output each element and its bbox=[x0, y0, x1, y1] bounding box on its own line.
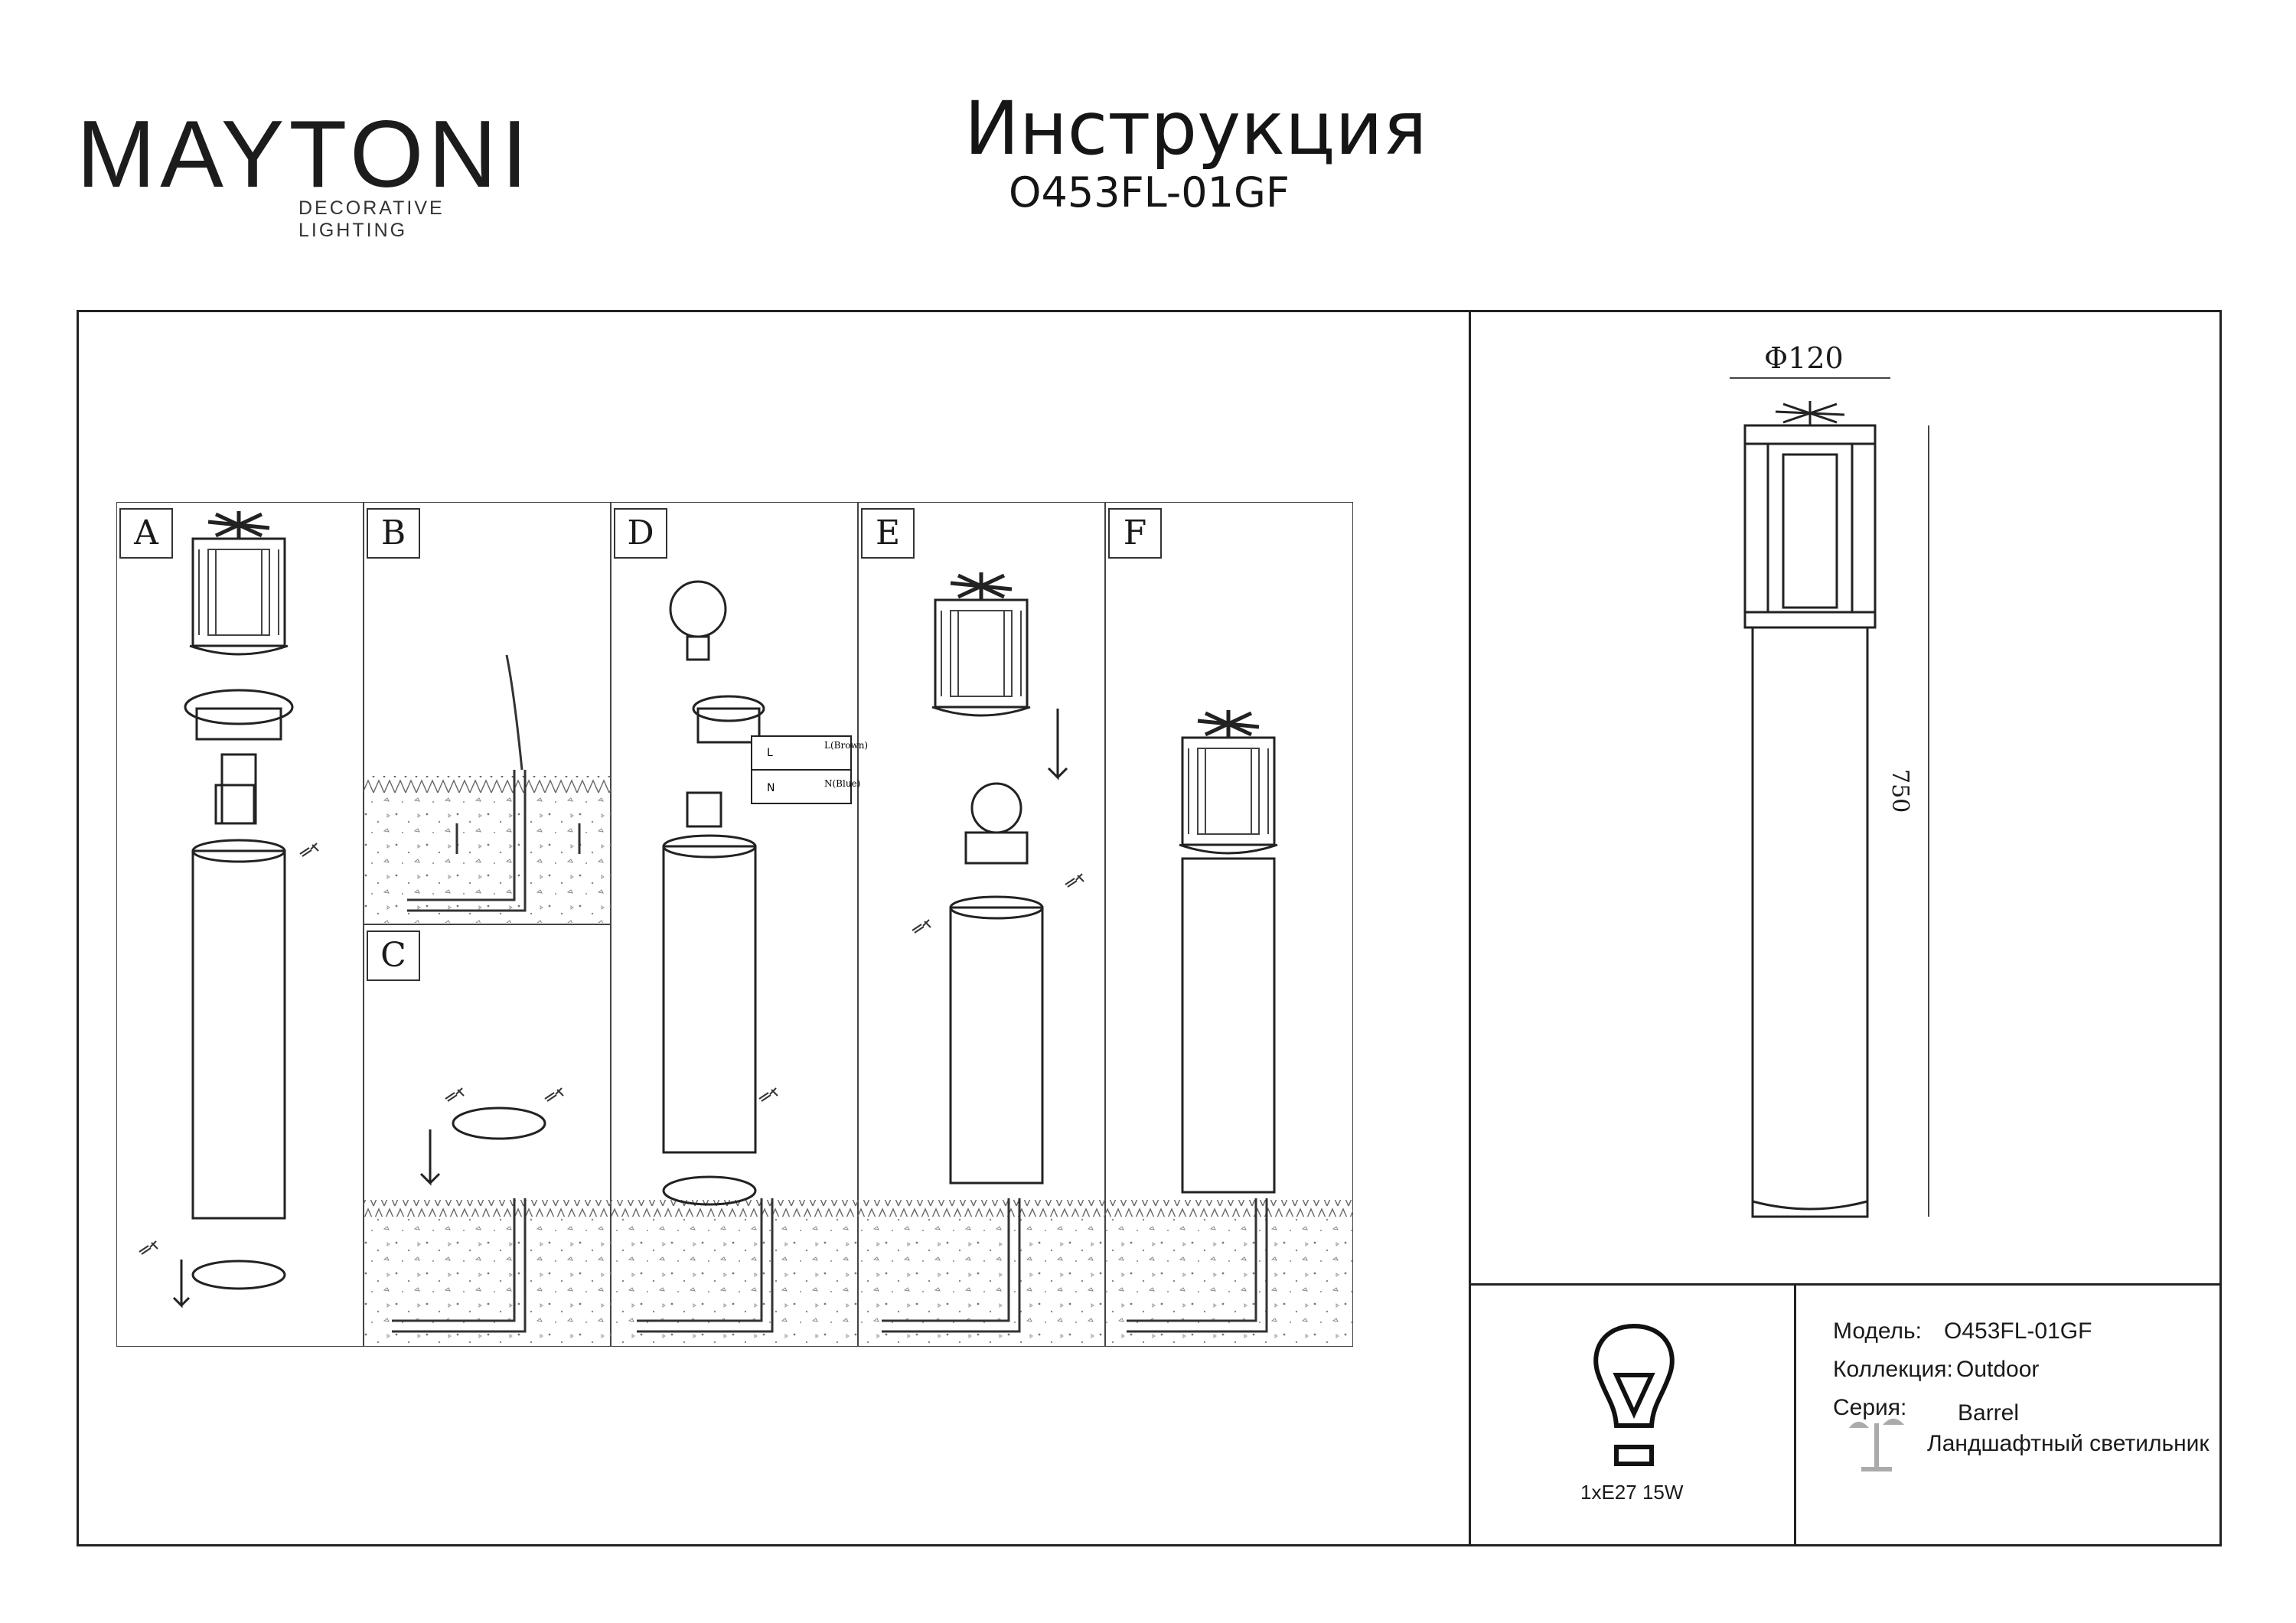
collection-label: Коллекция: bbox=[1833, 1357, 1953, 1382]
bulb-icon bbox=[1593, 1323, 1675, 1466]
type-value: Ландшафтный светильник bbox=[1927, 1431, 2210, 1456]
document-title: Инструкция bbox=[964, 86, 1427, 171]
wire-live-label: L(Brown) bbox=[824, 740, 868, 751]
frame-divider-vertical bbox=[1469, 310, 1471, 1546]
instruction-frame bbox=[77, 310, 2222, 1546]
series-label: Серия: bbox=[1833, 1395, 1907, 1420]
dimension-drawing bbox=[1730, 377, 1929, 1218]
panel-label-b: B bbox=[367, 508, 420, 559]
wire-neutral-label: N(Blue) bbox=[824, 778, 860, 789]
installation-steps: L N L(Brown) N(Blue) bbox=[116, 502, 1353, 1347]
panel-label-e: E bbox=[861, 508, 915, 559]
brand-logo: MAYTONI DECORATIVE LIGHTING bbox=[77, 102, 551, 241]
model-label: Модель: bbox=[1833, 1318, 1923, 1344]
model-value: O453FL-01GF bbox=[1944, 1318, 2092, 1344]
height-label: 750 bbox=[1887, 769, 1913, 813]
lamp-spec: 1xE27 15W bbox=[1580, 1481, 1684, 1504]
frame-divider-spec bbox=[1794, 1283, 1796, 1546]
panel-label-a: A bbox=[119, 508, 173, 559]
frame-divider-horizontal bbox=[1469, 1283, 2222, 1286]
panel-label-c: C bbox=[367, 930, 420, 981]
wire-l-label: L bbox=[767, 747, 773, 759]
panel-label-d: D bbox=[614, 508, 667, 559]
collection-value: Outdoor bbox=[1956, 1357, 2040, 1382]
brand-name: MAYTONI bbox=[77, 102, 533, 207]
document-model: O453FL-01GF bbox=[1009, 168, 1290, 217]
landscape-lamp-icon bbox=[1849, 1419, 1904, 1471]
diameter-label: Φ120 bbox=[1764, 341, 1844, 375]
series-value: Barrel bbox=[1958, 1400, 2020, 1426]
panel-label-f: F bbox=[1108, 508, 1162, 559]
brand-tagline: DECORATIVE LIGHTING bbox=[298, 197, 445, 241]
wire-n-label: N bbox=[767, 782, 775, 794]
